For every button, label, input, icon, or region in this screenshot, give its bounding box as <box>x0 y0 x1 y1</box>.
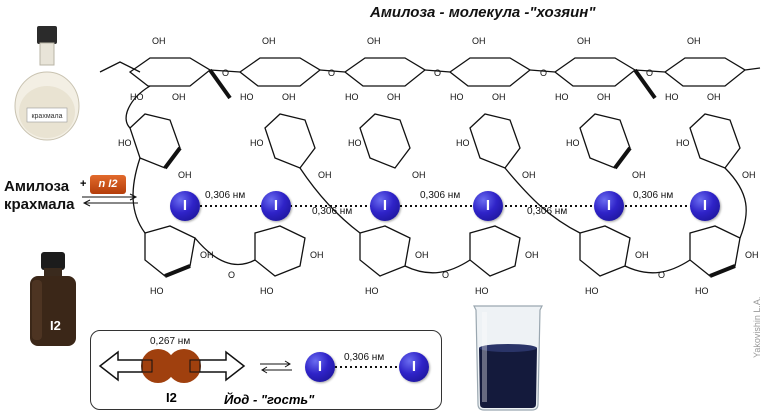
svg-text:OH: OH <box>172 92 186 102</box>
starch-flask-image: крахмала <box>14 26 80 141</box>
svg-text:OH: OH <box>632 170 646 180</box>
svg-text:HO: HO <box>365 286 379 296</box>
reagent-badge: n I2 <box>90 175 126 194</box>
iodine-atom: I <box>399 352 429 382</box>
svg-text:HO: HO <box>118 138 132 148</box>
svg-text:HO: HO <box>240 92 254 102</box>
bottle-label: I2 <box>50 318 61 333</box>
svg-text:O: O <box>434 68 441 78</box>
svg-text:OH: OH <box>412 170 426 180</box>
svg-text:OH: OH <box>178 170 192 180</box>
svg-text:HO: HO <box>695 286 709 296</box>
distance-label: 0,306 нм <box>312 206 353 217</box>
svg-text:OH: OH <box>492 92 506 102</box>
distance-label: 0,306 нм <box>527 206 568 217</box>
amylose-label-line1: Амилоза <box>4 178 70 195</box>
iodine-atom: I <box>170 191 200 221</box>
svg-text:HO: HO <box>130 92 144 102</box>
svg-text:OH: OH <box>597 92 611 102</box>
guest-distance-label: 0,306 нм <box>344 352 385 363</box>
svg-text:OH: OH <box>387 92 401 102</box>
svg-text:OH: OH <box>415 250 429 260</box>
flask-label: крахмала <box>31 113 62 120</box>
amylose-label: Амилоза крахмала <box>4 178 74 214</box>
svg-text:OH: OH <box>200 250 214 260</box>
svg-text:OH: OH <box>152 36 166 46</box>
svg-text:OH: OH <box>522 170 536 180</box>
i2-bond-length: 0,267 нм <box>150 336 191 347</box>
guest-caption: Йод - "гость" <box>224 392 315 407</box>
svg-text:HO: HO <box>665 92 679 102</box>
svg-text:OH: OH <box>367 36 381 46</box>
diagram-title: Амилоза - молекула -"хозяин" <box>370 4 596 21</box>
svg-text:OH: OH <box>635 250 649 260</box>
svg-text:HO: HO <box>585 286 599 296</box>
svg-text:O: O <box>228 270 235 280</box>
iodine-atom: I <box>261 191 291 221</box>
iodine-atom: I <box>473 191 503 221</box>
svg-text:OH: OH <box>687 36 701 46</box>
svg-text:OH: OH <box>577 36 591 46</box>
svg-text:HO: HO <box>150 286 164 296</box>
iodine-atom: I <box>594 191 624 221</box>
svg-text:HO: HO <box>345 92 359 102</box>
svg-text:HO: HO <box>456 138 470 148</box>
svg-text:O: O <box>540 68 547 78</box>
svg-text:O: O <box>658 270 665 280</box>
svg-text:OH: OH <box>318 170 332 180</box>
i2-molecule-drawing <box>98 349 246 383</box>
svg-text:HO: HO <box>250 138 264 148</box>
svg-text:OH: OH <box>707 92 721 102</box>
svg-text:OH: OH <box>525 250 539 260</box>
distance-label: 0,306 нм <box>420 190 461 201</box>
reagent-plus: + <box>80 178 87 190</box>
distance-label: 0,306 нм <box>633 190 674 201</box>
iodine-bottle-image <box>30 252 76 346</box>
svg-text:OH: OH <box>310 250 324 260</box>
iodine-atom: I <box>690 191 720 221</box>
svg-text:HO: HO <box>555 92 569 102</box>
equilibrium-arrows <box>82 193 138 207</box>
svg-text:HO: HO <box>260 286 274 296</box>
svg-text:OH: OH <box>282 92 296 102</box>
iodine-atom: I <box>305 352 335 382</box>
author-credit: Yakovishin L.A. <box>752 296 762 358</box>
amylose-helix-structure: OH OH OH OH OH OH HO OH HO OH HO OH HO OH HO OH H… <box>99 36 761 296</box>
svg-text:OH: OH <box>472 36 486 46</box>
svg-text:O: O <box>222 68 229 78</box>
svg-text:HO: HO <box>676 138 690 148</box>
guest-formula: I2 <box>166 390 177 405</box>
svg-text:OH: OH <box>745 250 759 260</box>
svg-text:O: O <box>646 68 653 78</box>
svg-text:HO: HO <box>566 138 580 148</box>
svg-text:OH: OH <box>742 170 756 180</box>
iodine-atom: I <box>370 191 400 221</box>
distance-label: 0,306 нм <box>205 190 246 201</box>
guest-equilibrium-arrows <box>260 360 292 374</box>
svg-text:O: O <box>442 270 449 280</box>
svg-text:HO: HO <box>348 138 362 148</box>
svg-text:O: O <box>328 68 335 78</box>
svg-text:HO: HO <box>450 92 464 102</box>
amylose-label-line2: крахмала <box>4 196 75 213</box>
beaker-image <box>473 305 543 411</box>
guest-dotted-bond <box>335 366 401 368</box>
svg-text:OH: OH <box>262 36 276 46</box>
svg-text:HO: HO <box>475 286 489 296</box>
